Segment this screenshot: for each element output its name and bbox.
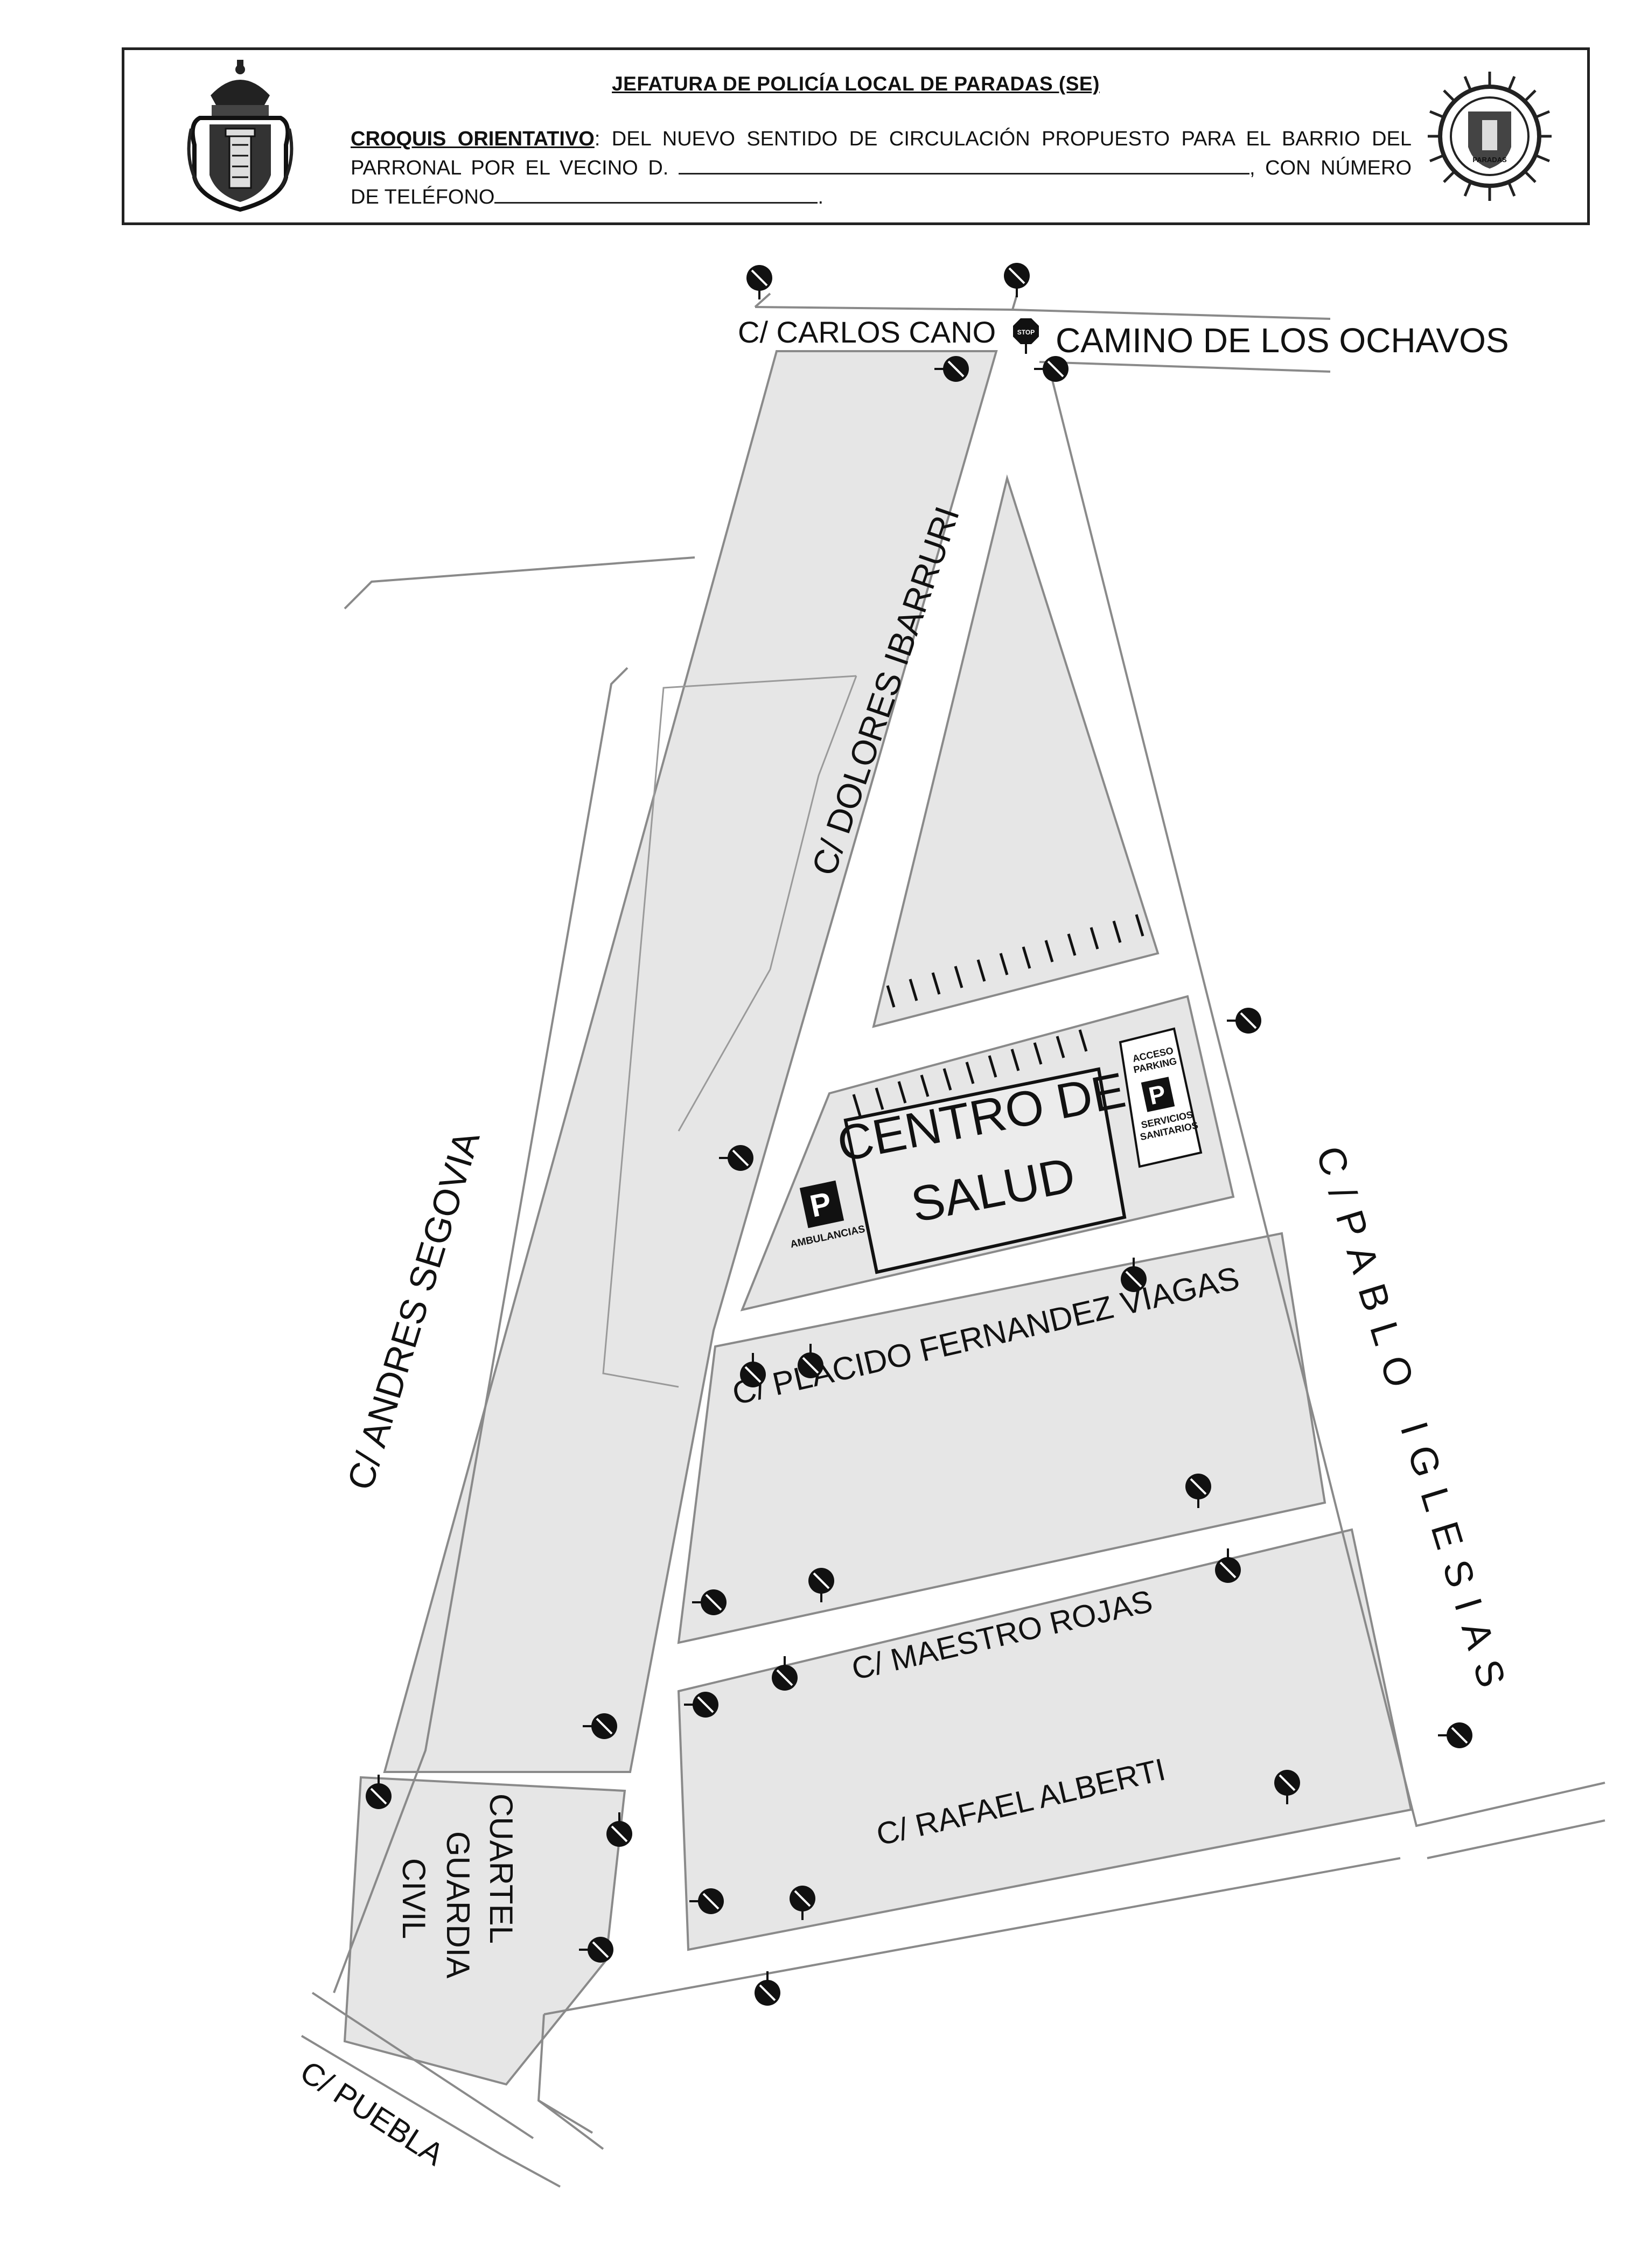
no-entry-sign-icon <box>583 1713 617 1739</box>
cuartel-line3: CIVIL <box>396 1858 432 1939</box>
no-entry-sign-icon <box>1438 1722 1472 1748</box>
street-camino-ochavos: CAMINO DE LOS OCHAVOS <box>1056 321 1509 360</box>
badge-text: PARADAS <box>1472 156 1507 164</box>
street-carlos-cano: C/ CARLOS CANO <box>738 315 996 349</box>
no-entry-sign-icon <box>1004 263 1030 297</box>
vecino-name-blank[interactable] <box>678 155 1249 175</box>
no-entry-sign-icon <box>692 1589 727 1615</box>
no-entry-sign-icon <box>798 1344 823 1378</box>
block-parking-triangle <box>872 474 1160 1028</box>
traffic-signs <box>366 263 1472 2006</box>
no-entry-sign-icon <box>808 1568 834 1602</box>
no-entry-sign-icon <box>1274 1770 1300 1804</box>
no-entry-sign-icon <box>1215 1548 1241 1583</box>
croquis-text-2: , CON NÚMERO DE TELÉFONO <box>351 157 1412 208</box>
stop-sign-text: STOP <box>1017 329 1035 336</box>
no-entry-sign-icon <box>1121 1258 1147 1292</box>
no-entry-sign-icon <box>606 1812 632 1847</box>
cuartel-line1: CUARTEL <box>483 1794 519 1944</box>
street-andres-segovia: C/ ANDRES SEGOVIA <box>340 1126 488 1495</box>
no-entry-sign-icon <box>772 1656 798 1691</box>
block-cuartel <box>343 1776 626 2086</box>
no-entry-sign-icon <box>1185 1474 1211 1508</box>
town-crest-icon <box>187 60 294 212</box>
no-entry-sign-icon <box>746 265 772 299</box>
header-title: JEFATURA DE POLICÍA LOCAL DE PARADAS (SE… <box>612 73 1100 95</box>
no-entry-sign-icon <box>579 1937 613 1963</box>
block-maestro-rojas <box>677 1528 1413 1951</box>
no-entry-sign-icon <box>719 1145 753 1171</box>
no-entry-sign-icon <box>1034 356 1069 382</box>
header-box: JEFATURA DE POLICÍA LOCAL DE PARADAS (SE… <box>122 47 1590 225</box>
croquis-text-end: . <box>818 186 824 208</box>
cuartel-guardia-civil: CUARTEL GUARDIA CIVIL <box>396 1794 519 1978</box>
no-entry-sign-icon <box>755 1971 780 2006</box>
cuartel-line2: GUARDIA <box>440 1831 476 1978</box>
block-placido <box>677 1232 1326 1644</box>
stop-sign-icon: STOP <box>1013 318 1039 354</box>
header-description: CROQUIS ORIENTATIVO: DEL NUEVO SENTIDO D… <box>351 124 1412 212</box>
acceso-parking-sign: ACCESO PARKING P SERVICIOS SANITARIOS <box>1119 1027 1203 1168</box>
croquis-text-1: : DEL NUEVO SENTIDO DE CIRCULACIÓN PROPU… <box>351 128 1412 179</box>
parking-spaces <box>852 914 1144 1116</box>
no-entry-sign-icon <box>689 1888 724 1914</box>
telefono-blank[interactable] <box>494 184 818 204</box>
croquis-label: CROQUIS ORIENTATIVO <box>351 128 595 150</box>
no-entry-sign-icon <box>740 1353 766 1387</box>
no-entry-sign-icon <box>1227 1008 1261 1034</box>
parking-p-icon <box>1141 1077 1175 1112</box>
street-puebla: C/ PUEBLA <box>294 2054 450 2173</box>
no-entry-sign-icon <box>934 356 969 382</box>
no-entry-sign-icon <box>366 1775 392 1809</box>
police-badge-icon: PARADAS <box>1428 72 1552 201</box>
no-entry-sign-icon <box>790 1886 815 1920</box>
no-entry-sign-icon <box>684 1692 718 1718</box>
block-west <box>383 350 998 1773</box>
